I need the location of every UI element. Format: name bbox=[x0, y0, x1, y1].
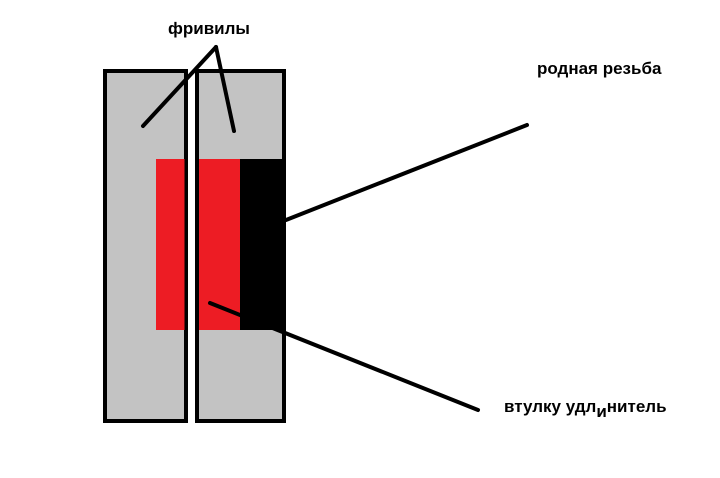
chamfer-pointer-left bbox=[141, 45, 218, 128]
label-extension-sleeve-part-1: втулку удл bbox=[504, 397, 597, 416]
label-native-thread: родная резьба bbox=[537, 59, 662, 78]
native-thread-block bbox=[240, 159, 286, 330]
sleeve-pointer-line bbox=[208, 301, 480, 412]
label-chamfers: фривилы bbox=[168, 19, 250, 38]
extension-sleeve-right bbox=[199, 159, 240, 330]
thread-pointer-line bbox=[284, 123, 529, 222]
label-extension-sleeve-part-3: нитель bbox=[606, 397, 667, 416]
label-extension-sleeve: втулку удлинитель bbox=[504, 397, 667, 420]
extension-sleeve-left bbox=[156, 159, 186, 330]
chamfer-pointer-right bbox=[214, 45, 236, 133]
label-extension-sleeve-part-2: и bbox=[596, 402, 607, 421]
